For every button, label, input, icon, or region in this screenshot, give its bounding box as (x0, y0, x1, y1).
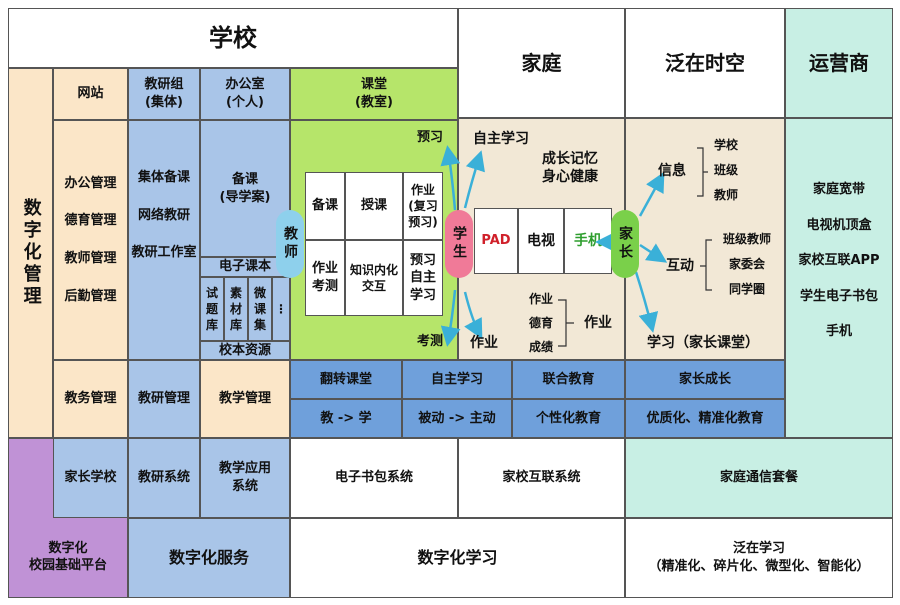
subheader-website: 网站 (53, 68, 128, 120)
mgmt-item: 教师管理 (64, 251, 117, 266)
interact-item: 家委会 (728, 257, 765, 272)
interact-list: 班级教师 家委会 同学圈 (714, 232, 780, 298)
system-home-school: 家校互联系统 (458, 438, 625, 518)
system-family-telecom: 家庭通信套餐 (625, 438, 893, 518)
classroom-cell: 知识内化 交互 (345, 240, 403, 316)
group-item: 集体备课 (137, 170, 190, 185)
classroom-cell: 作业 (复习 预习) (403, 172, 443, 240)
family-hw-item: 作业 (528, 292, 553, 306)
row-blue-top-3: 联合教育 (512, 360, 625, 399)
parent-pill: 家长 (611, 210, 639, 278)
operator-item: 学生电子书包 (799, 288, 878, 304)
family-hw-item: 成绩 (528, 340, 553, 355)
row-mgmt-3: 教学管理 (200, 360, 290, 438)
system-ebag: 电子书包系统 (290, 438, 458, 518)
label-preview: 预习 (416, 130, 443, 145)
label-self-study: 自主学习 (473, 131, 529, 147)
classroom-cell: 备课 (305, 172, 345, 240)
header-family: 家庭 (458, 8, 625, 118)
bank-4: ⋮ (272, 277, 290, 341)
operator-item: 手机 (825, 324, 852, 340)
office-ebook: 电子课本 (200, 257, 290, 277)
mgmt-list: 办公管理 德育管理 教师管理 后勤管理 (53, 120, 128, 360)
info-list: 学校 班级 教师 (708, 138, 744, 204)
label-exam: 考测 (416, 334, 443, 349)
bank-2: 素 材 库 (224, 277, 248, 341)
interact-label: 互动 (666, 258, 694, 274)
interact-item: 班级教师 (722, 232, 771, 246)
row-blue-top-2: 自主学习 (402, 360, 512, 399)
operator-list: 家庭宽带 电视机顶盒 家校互联APP 学生电子书包 手机 (785, 118, 893, 438)
system-teaching-research: 教研系统 (128, 438, 200, 518)
bottom-digital-learning: 数字化学习 (290, 518, 625, 598)
growth-memory: 成长记忆 身心健康 (542, 151, 598, 186)
group-list: 集体备课 网络教研 教研工作室 (128, 120, 200, 360)
row-blue-bottom-2: 被动 -> 主动 (402, 399, 512, 438)
info-label: 信息 (658, 163, 686, 179)
subheader-office: 办公室 (个人) (200, 68, 290, 120)
row-mgmt-2: 教研管理 (128, 360, 200, 438)
mgmt-item: 办公管理 (64, 175, 117, 191)
interact-item: 同学圈 (728, 282, 765, 297)
classroom-cell: 授课 (345, 172, 403, 240)
bottom-ubiquitous-learning: 泛在学习 （精准化、碎片化、微型化、智能化） (625, 518, 893, 598)
office-prep: 备课 (导学案) (200, 120, 290, 257)
info-item: 教师 (713, 188, 738, 203)
bank-1: 试 题 库 (200, 277, 224, 341)
device-tv: 电视 (518, 208, 564, 274)
classroom-cell: 预习 自主 学习 (403, 240, 443, 316)
group-item: 教研工作室 (131, 245, 197, 261)
row-mgmt-1: 教务管理 (53, 360, 128, 438)
teacher-pill: 教师 (276, 210, 304, 278)
info-item: 班级 (713, 163, 738, 178)
mgmt-item: 德育管理 (64, 213, 117, 229)
operator-item: 家校互联APP (798, 253, 880, 269)
operator-item: 电视机顶盒 (806, 217, 872, 233)
row-blue-top-4: 家长成长 (625, 360, 785, 399)
row-blue-bottom-4: 优质化、精准化教育 (625, 399, 785, 438)
family-hw-item: 德育 (528, 316, 553, 331)
bank-3: 微 课 集 (248, 277, 272, 341)
classroom-cell: 作业 考测 (305, 240, 345, 316)
family-hw-label: 作业 (584, 315, 612, 331)
row-blue-top-1: 翻转课堂 (290, 360, 402, 399)
row-blue-bottom-3: 个性化教育 (512, 399, 625, 438)
system-parent-school: 家长学校 (53, 438, 128, 518)
label-homework: 作业 (470, 335, 498, 351)
mgmt-item: 后勤管理 (64, 288, 117, 304)
subheader-teaching-group: 教研组 (集体) (128, 68, 200, 120)
family-hw-list: 作业 德育 成绩 (524, 292, 558, 356)
header-ubiquitous: 泛在时空 (625, 8, 785, 118)
header-operator: 运营商 (785, 8, 893, 118)
operator-item: 家庭宽带 (812, 182, 865, 197)
info-item: 学校 (713, 138, 738, 152)
row-blue-bottom-1: 教 -> 学 (290, 399, 402, 438)
office-resource: 校本资源 (200, 341, 290, 360)
group-item: 网络教研 (137, 207, 190, 223)
device-pad: PAD (474, 208, 518, 274)
digital-management: 数字化管理 (8, 68, 53, 438)
subheader-classroom: 课堂 (教室) (290, 68, 458, 120)
student-pill: 学生 (445, 210, 473, 278)
learn-label: 学习（家长课堂） (647, 335, 759, 351)
header-school: 学校 (8, 8, 458, 68)
bottom-digital-service: 数字化服务 (128, 518, 290, 598)
system-teaching-app: 教学应用 系统 (200, 438, 290, 518)
